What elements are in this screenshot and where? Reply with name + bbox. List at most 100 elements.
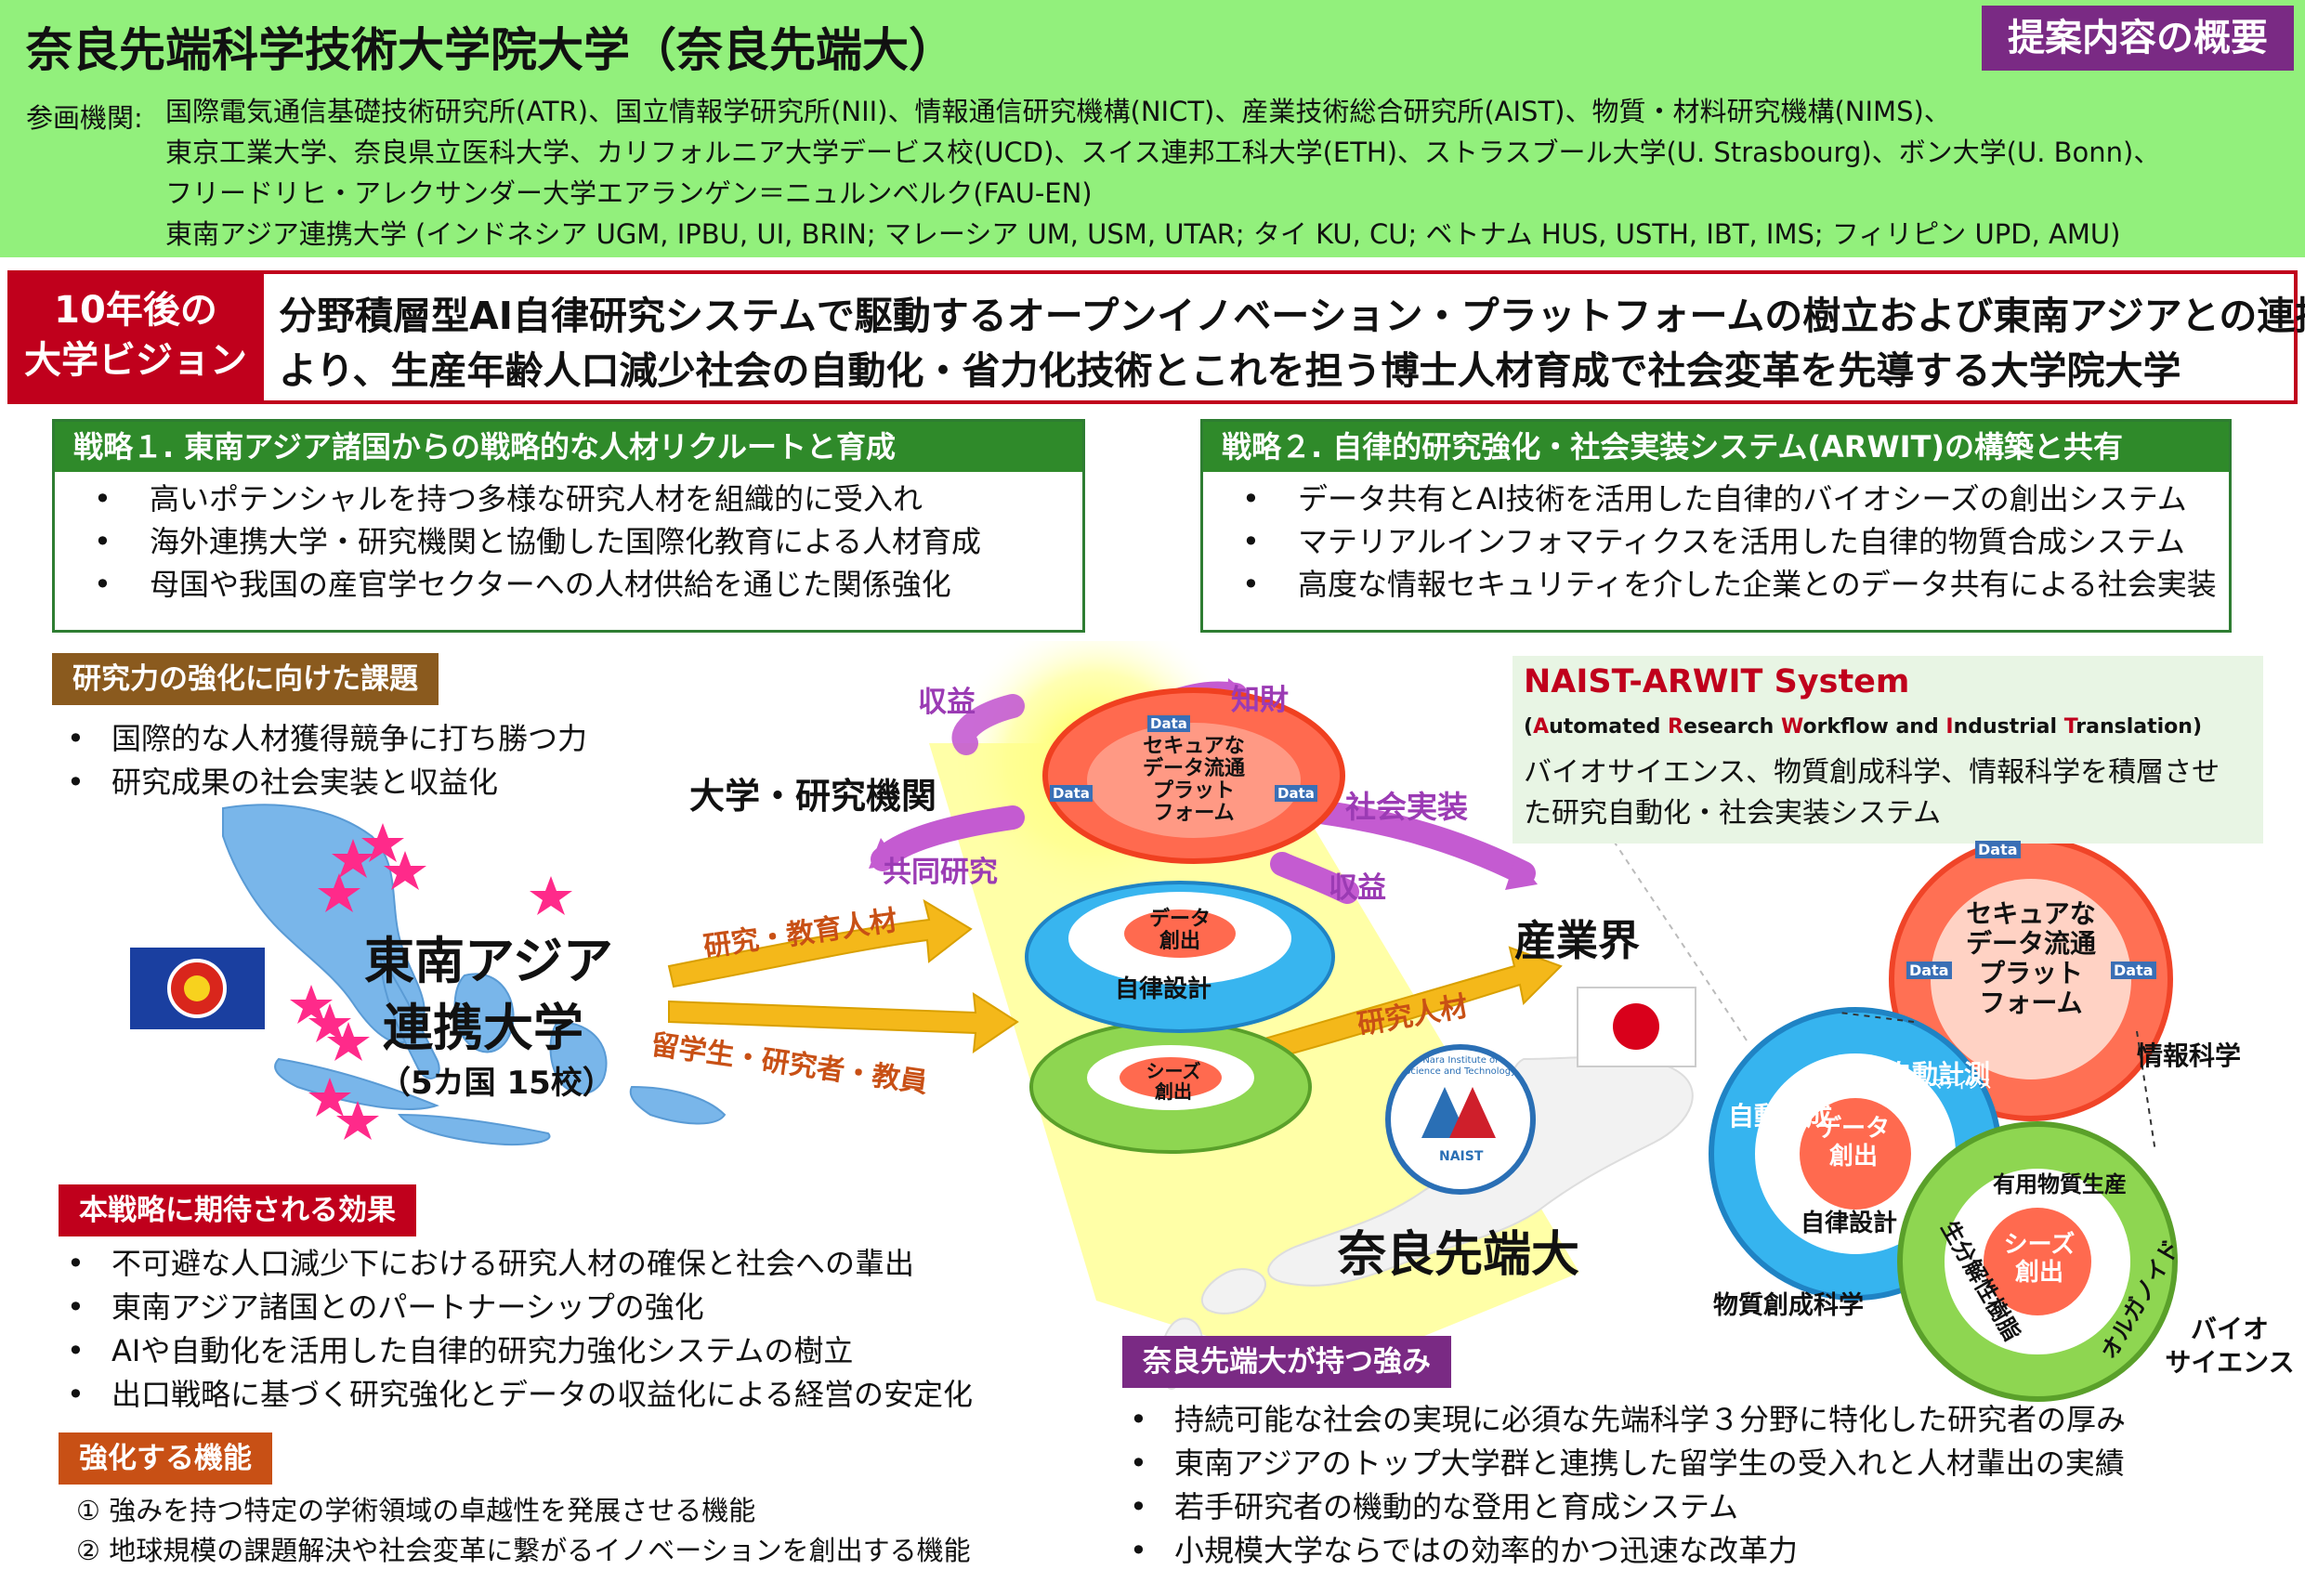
- sea-label-line2: 連携大学: [383, 999, 583, 1057]
- effects-title: 本戦略に期待される効果: [59, 1184, 416, 1236]
- arwit-title: NAIST-ARWIT System: [1524, 663, 1910, 700]
- secure-line-2: データ流通: [1965, 928, 2096, 959]
- secure-line-3: プラット: [1152, 779, 1235, 803]
- list-item: 小規模大学ならではの効率的かつ迅速な改革力: [1115, 1529, 2126, 1573]
- secure-line-3: プラット: [1978, 958, 2083, 988]
- auto-design-label-center: 自律設計: [1115, 975, 1212, 1003]
- secure-platform-label-right: セキュアな データ流通 プラット フォーム: [1957, 899, 2105, 1018]
- naist-logo-text: NAIST: [1439, 1149, 1484, 1164]
- vision-box: [7, 270, 2298, 404]
- list-item: 若手研究者の機動的な登用と育成システム: [1115, 1485, 2126, 1529]
- japan-flag: [1577, 987, 1696, 1067]
- list-item: 出口戦略に基づく研究強化とデータの収益化による経営の安定化: [52, 1373, 973, 1417]
- data-create-label-center: データ 創出: [1120, 909, 1240, 953]
- auto-measure-label: 自動計測: [1886, 1059, 1991, 1090]
- list-item: 研究成果の社会実装と収益化: [52, 761, 587, 805]
- ai-knowledge-label: 人工知能: [1795, 1079, 1844, 1093]
- arrowhead: [869, 838, 899, 869]
- central-stack: [1025, 687, 1345, 1154]
- list-item: ① 強みを持つ特定の学術領域の卓越性を発展させる機能: [76, 1495, 756, 1526]
- secure-line-2: データ流通: [1142, 757, 1245, 780]
- arwit-subtitle: (Automated Research Workflow and Industr…: [1524, 715, 2202, 739]
- partner-university-stars: [290, 823, 572, 1140]
- header-banner: [0, 0, 2305, 257]
- auto-design-label-right: 自律設計: [1801, 1210, 1898, 1237]
- arwit-circles: [1578, 789, 2178, 1402]
- seeds-line-1: シーズ: [2003, 1231, 2076, 1259]
- arwit-sub-part: A: [1533, 715, 1550, 739]
- list-item: データ共有とAI技術を活用した自律的バイオシーズの創出システム: [1222, 477, 2229, 520]
- effects-list: 不可避な人口減少下における研究人材の確保と社会への輩出 東南アジア諸国とのパート…: [52, 1242, 973, 1417]
- arwit-sub-part: esearch: [1683, 715, 1781, 739]
- bio-line-1: バイオ: [2190, 1314, 2269, 1344]
- ip-label: 知財: [1231, 684, 1289, 717]
- seeds-line-2: 創出: [1155, 1080, 1192, 1103]
- strategy2-title: 戦略２. 自律的研究強化・社会実装システム(ARWIT)の構築と共有: [1203, 422, 2229, 472]
- functions-list: ① 強みを持つ特定の学術領域の卓越性を発展させる機能 ② 地球規模の課題解決や社…: [76, 1491, 971, 1571]
- secure-line-1: セキュアな: [1143, 735, 1245, 758]
- list-item: 高いポテンシャルを持つ多様な研究人材を組織的に受入れ: [73, 477, 1082, 520]
- vision-label-line1: 10年後の: [54, 289, 217, 332]
- functions-title: 強化する機能: [59, 1432, 272, 1485]
- list-item: 国際的な人材獲得競争に打ち勝つ力: [52, 717, 587, 761]
- bio-line-2: サイエンス: [2165, 1347, 2295, 1378]
- challenges-list: 国際的な人材獲得競争に打ち勝つ力 研究成果の社会実装と収益化: [52, 717, 587, 805]
- list-item: マテリアルインフォマティクスを活用した自律的物質合成システム: [1222, 520, 2229, 563]
- joint-research-label: 共同研究: [883, 856, 998, 889]
- useful-production-label: 有用物質生産: [1993, 1171, 2127, 1197]
- data-create-line-1: データ: [1816, 1115, 1890, 1143]
- personnel-arrows: [667, 898, 1563, 1070]
- naist-logo-ring-text: Nara Institute of Science and Technology: [1405, 1055, 1516, 1077]
- industry-label: 産業界: [1514, 916, 1641, 965]
- seeds-label-center: シーズ 創出: [1132, 1061, 1215, 1102]
- arwit-desc-line-1: バイオサイエンス、物質創成科学、情報科学を積層させ: [1524, 756, 2220, 789]
- naist-label: 奈良先端大: [1338, 1227, 1580, 1283]
- revenue-label-2: 収益: [1329, 871, 1386, 905]
- vision-label: 10年後の 大学ビジョン: [7, 270, 264, 404]
- list-item: 高度な情報セキュリティを介した企業とのデータ共有による社会実装: [1222, 563, 2229, 606]
- arwit-sub-part: T: [2063, 715, 2076, 739]
- naist-logo: [1385, 1044, 1536, 1195]
- arwit-sub-part: W: [1780, 715, 1803, 739]
- participants-label: 参画機関:: [26, 102, 143, 134]
- page-title: 奈良先端科学技術大学院大学（奈良先端大）: [26, 23, 955, 77]
- asean-flag: [130, 948, 265, 1029]
- strengths-list: 持続可能な社会の実現に必須な先端科学３分野に特化した研究者の厚み 東南アジアのト…: [1115, 1398, 2126, 1573]
- auto-synthesis-label: 自動合成: [1728, 1101, 1833, 1132]
- data-tag: Data: [2111, 962, 2156, 979]
- vision-label-line2: 大学ビジョン: [24, 339, 247, 382]
- data-tag: Data: [1275, 785, 1317, 802]
- strategy1-title: 戦略１. 東南アジア諸国からの戦略的な人材リクルートと育成: [55, 422, 1082, 472]
- arwit-sub-part: (: [1524, 715, 1534, 739]
- participants-line-3: フリードリヒ・アレクサンダー大学エアランゲン＝ニュルンベルク(FAU-EN): [165, 177, 1093, 209]
- arwit-sub-part: ndustrial: [1953, 715, 2064, 739]
- diagram: [130, 641, 2178, 1402]
- sea-label-line3: （5カ国 15校）: [379, 1065, 614, 1102]
- overview-badge: 提案内容の概要: [1982, 6, 2294, 71]
- vision-line-2: より、生産年齢人口減少社会の自動化・省力化技術とこれを担う博士人材育成で社会変革…: [279, 348, 2181, 393]
- social-impl-label: 社会実装: [1345, 789, 1468, 825]
- participants-line-4: 東南アジア連携大学 (インドネシア UGM, IPBU, UI, BRIN; マ…: [165, 218, 2121, 250]
- sea-label-line1: 東南アジア: [364, 932, 613, 990]
- data-tag: Data: [1147, 715, 1190, 732]
- arrowhead: [1505, 857, 1538, 890]
- secure-line-4: フォーム: [1979, 988, 2083, 1018]
- arwit-box: [1513, 656, 2263, 844]
- strategy2-list: データ共有とAI技術を活用した自律的バイオシーズの創出システム マテリアルインフ…: [1203, 472, 2229, 606]
- revenue-label-1: 収益: [918, 686, 976, 719]
- bioscience-label: バイオ サイエンス: [2165, 1313, 2295, 1380]
- arwit-sub-part: utomated: [1549, 715, 1669, 739]
- data-tag: Data: [1975, 841, 2021, 858]
- data-create-line-1: データ: [1148, 908, 1211, 931]
- secure-platform-label: セキュアな データ流通 プラット フォーム: [1124, 736, 1264, 825]
- seeds-line-2: 創出: [2014, 1259, 2063, 1287]
- secure-line-1: セキュアな: [1966, 898, 2096, 929]
- strategy1-list: 高いポテンシャルを持つ多様な研究人材を組織的に受入れ 海外連携大学・研究機関と協…: [55, 472, 1082, 606]
- arwit-sub-part: ranslation): [2076, 715, 2203, 739]
- list-item: ② 地球規模の課題解決や社会変革に繋がるイノベーションを創出する機能: [76, 1535, 971, 1566]
- strategy1-box: 戦略１. 東南アジア諸国からの戦略的な人材リクルートと育成 高いポテンシャルを持…: [52, 419, 1085, 633]
- southeast-asia-map: [222, 804, 727, 1145]
- university-label: 大学・研究機関: [689, 776, 937, 817]
- list-item: AIや自動化を活用した自律的研究力強化システムの樹立: [52, 1329, 973, 1373]
- data-tag: Data: [1050, 785, 1093, 802]
